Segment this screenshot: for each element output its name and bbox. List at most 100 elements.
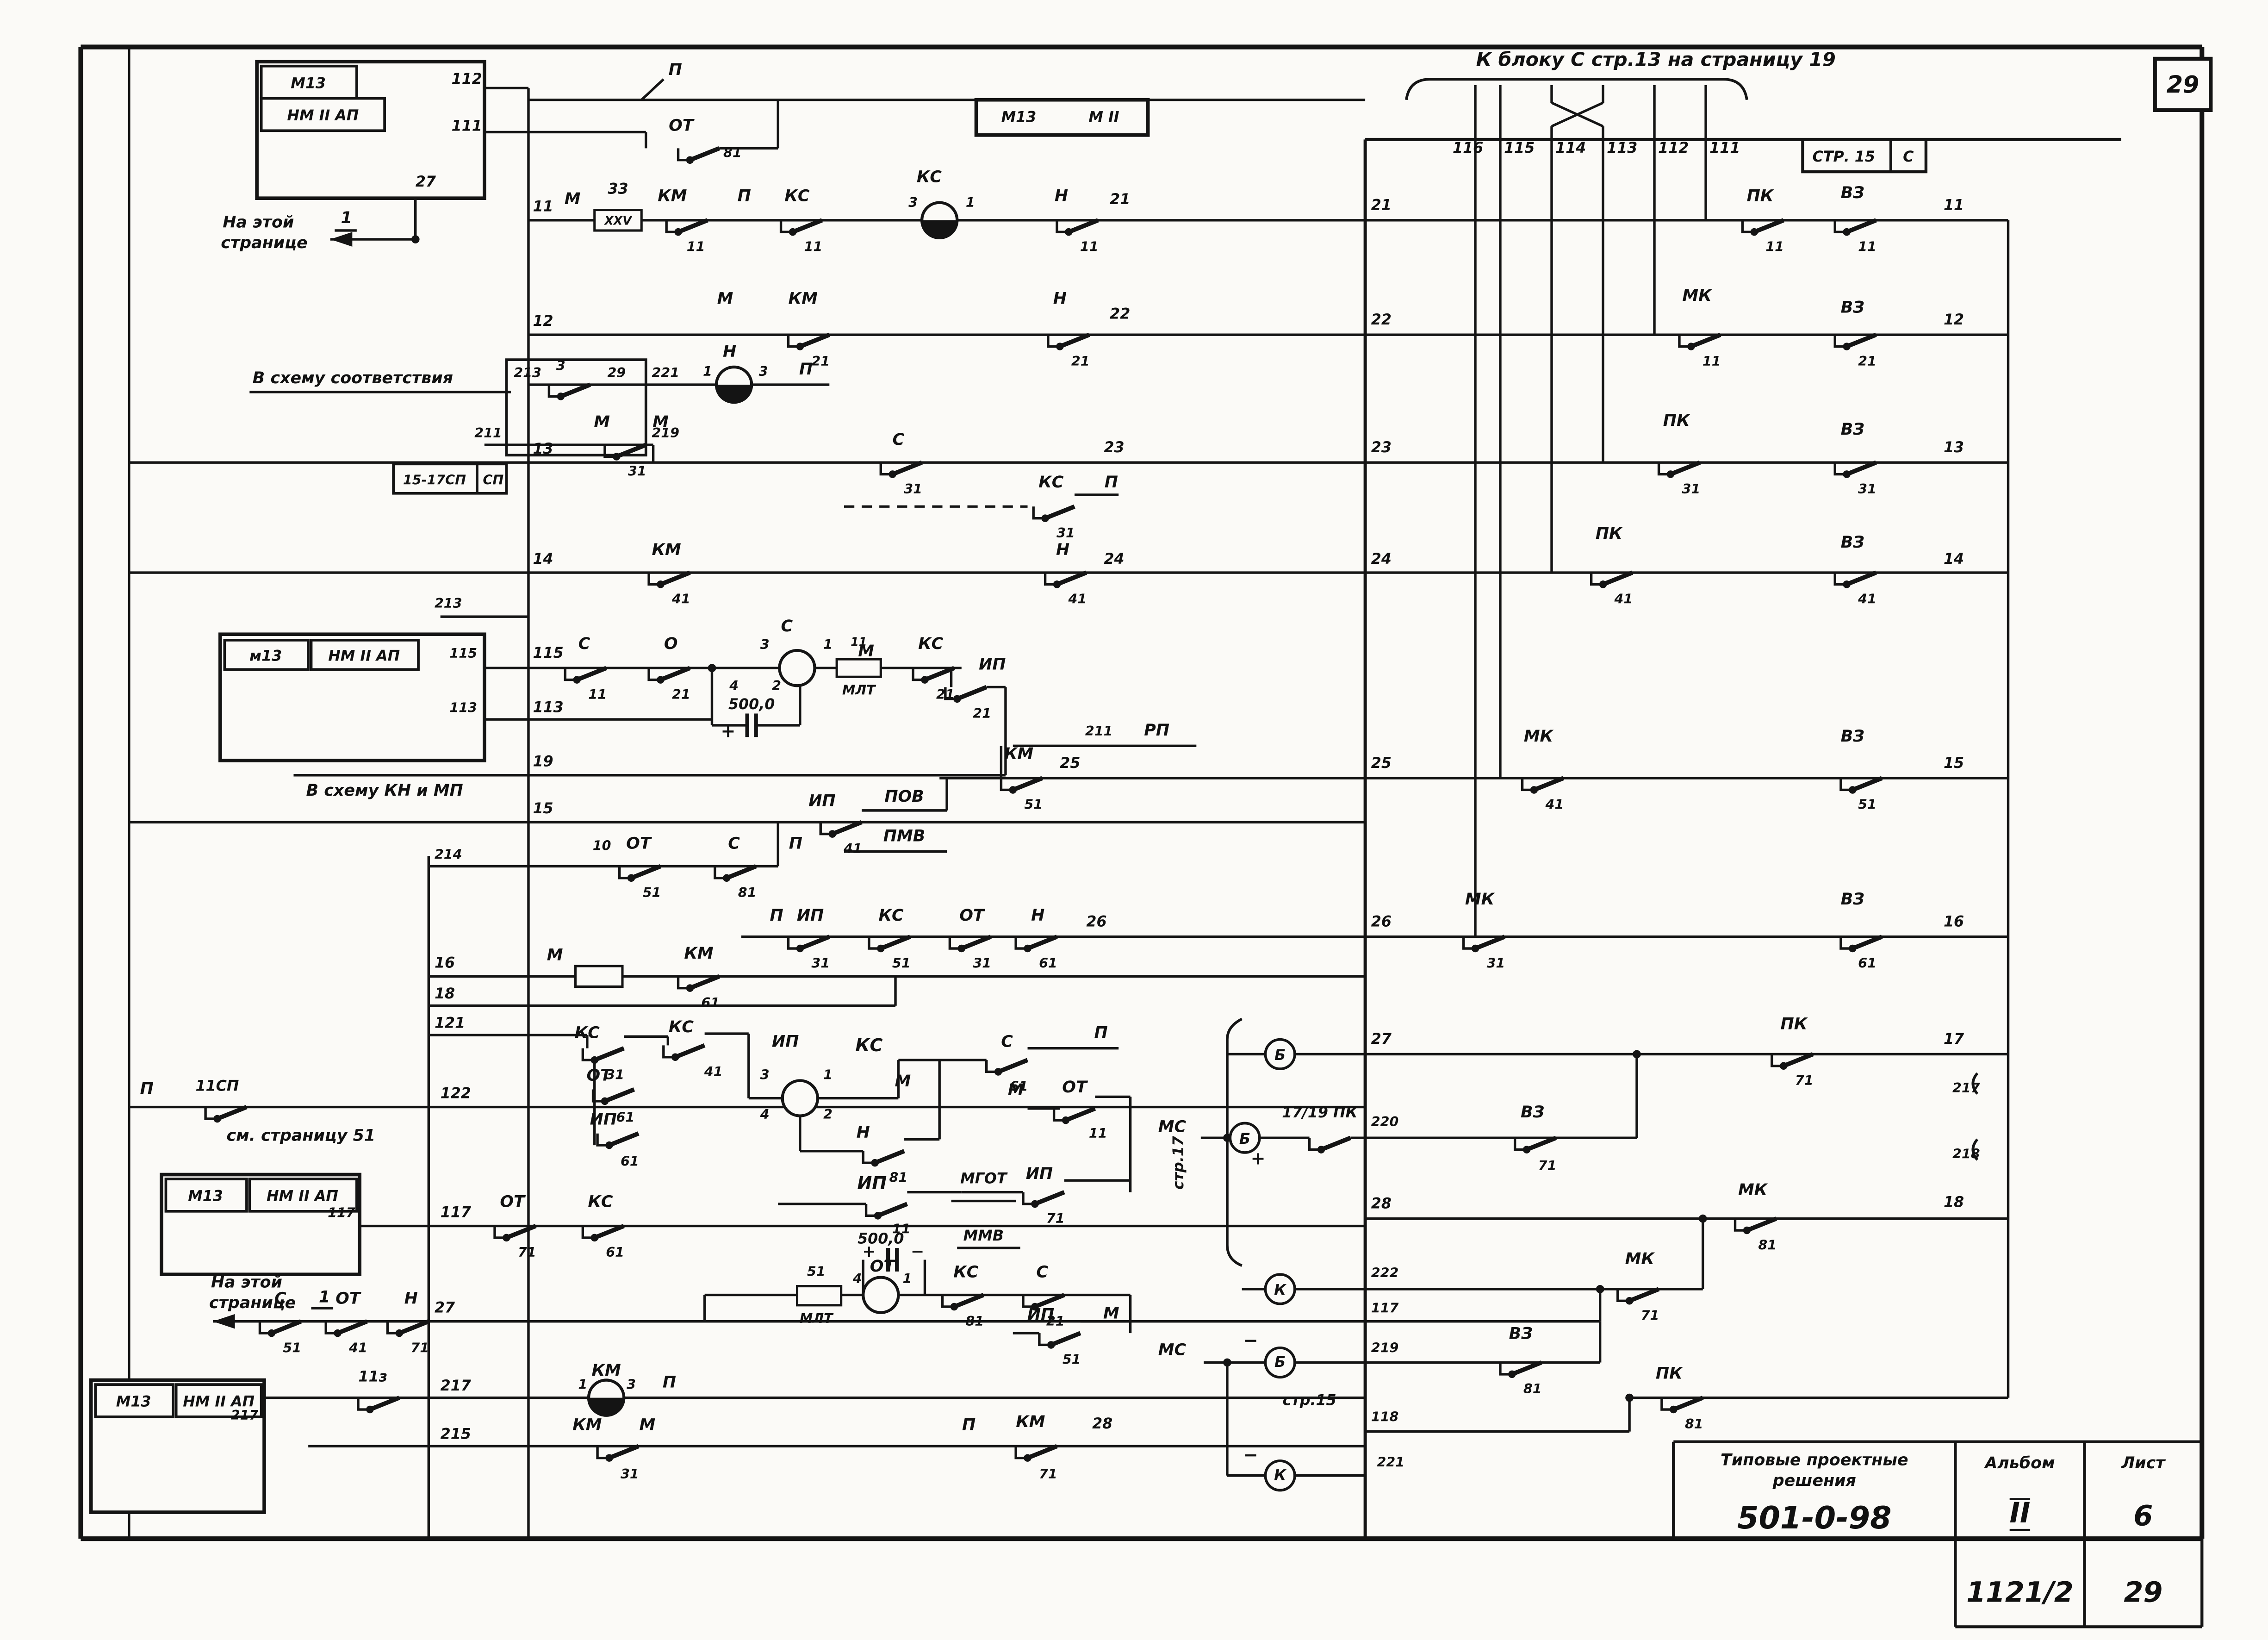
- label-117: 117: [1371, 1301, 1399, 1316]
- label-213: 213: [435, 596, 462, 611]
- contact-blade: [874, 1149, 905, 1165]
- label-61: 61: [606, 1245, 624, 1260]
- label-стр.15: стр.15: [1283, 1392, 1336, 1409]
- label-км: КМ: [789, 290, 818, 308]
- label-м: М: [895, 1072, 911, 1091]
- contact-jog: [985, 1060, 999, 1073]
- label-кс: КС: [918, 635, 944, 653]
- label-ii: II: [2009, 1497, 2030, 1529]
- label-28: 28: [1092, 1416, 1112, 1432]
- contact-jog: [1657, 462, 1671, 476]
- label-16: 16: [1944, 913, 1964, 930]
- label-м: М: [594, 413, 610, 431]
- label-с: С: [1036, 1263, 1048, 1282]
- label-115: 115: [1504, 140, 1535, 156]
- label-3: 3: [627, 1377, 636, 1392]
- label-217: 217: [231, 1408, 259, 1423]
- label-в-схему-кн-и-мп: В схему КН и МП: [306, 781, 463, 800]
- label-3: 3: [759, 364, 768, 379]
- bracket: [1226, 1017, 1243, 1267]
- contact-jog: [1047, 335, 1060, 348]
- arrow-left: [212, 1314, 235, 1329]
- contact-blade: [1845, 570, 1877, 586]
- label-71: 71: [1039, 1466, 1057, 1482]
- label-81: 81: [1685, 1416, 1703, 1432]
- label-24: 24: [1104, 551, 1124, 567]
- junction-dot: [411, 235, 420, 243]
- label-501-0-98: 501-0-98: [1737, 1500, 1891, 1536]
- arrow-left: [330, 232, 353, 247]
- coil-ИП: [781, 1079, 820, 1117]
- label-11: 11: [804, 239, 823, 254]
- label-1: 1: [966, 195, 975, 210]
- label-1: 1: [319, 1288, 330, 1306]
- label-21: 21: [1371, 197, 1392, 214]
- bracket: [1405, 78, 1748, 100]
- label-п: П: [962, 1416, 976, 1434]
- contact-blade: [1845, 218, 1877, 234]
- label-в-схему-соответствия: В схему соответствия: [253, 369, 453, 387]
- contact-jog: [787, 936, 800, 950]
- label-61: 61: [1858, 955, 1877, 971]
- label-117: 117: [328, 1205, 355, 1220]
- label-м13: М13: [291, 75, 326, 92]
- label-м: М: [717, 290, 733, 308]
- label-от: ОТ: [336, 1290, 362, 1308]
- contact-jog: [1044, 573, 1057, 586]
- label-61: 61: [701, 995, 720, 1010]
- label-41: 41: [1858, 592, 1877, 607]
- label-кс: КС: [1038, 473, 1064, 492]
- label-41: 41: [671, 592, 690, 607]
- label-11: 11: [1944, 197, 1964, 214]
- label-см.-страницу-51: см. страницу 51: [226, 1127, 375, 1145]
- label-м13: М13: [116, 1394, 151, 1410]
- contact-blade: [398, 1319, 430, 1335]
- contact-jog: [603, 445, 617, 458]
- contact-jog: [1038, 1333, 1051, 1347]
- label-п: П: [140, 1079, 154, 1098]
- label-22: 22: [1371, 312, 1392, 328]
- box: [574, 965, 624, 988]
- contact-jog: [1678, 335, 1691, 348]
- contact-blade: [560, 382, 591, 399]
- label-33: 33: [608, 181, 628, 198]
- coil-С: [778, 649, 816, 687]
- label-вз: ВЗ: [1521, 1103, 1544, 1122]
- contact-jog: [1014, 1446, 1028, 1459]
- label-пк: ПК: [1663, 412, 1690, 430]
- contact-jog: [779, 220, 793, 233]
- label-п: П: [663, 1373, 676, 1391]
- contact-jog: [596, 1446, 609, 1459]
- contact-jog: [204, 1107, 217, 1120]
- contact-blade: [953, 1293, 985, 1309]
- label-41: 41: [1545, 797, 1564, 812]
- label-мк: МК: [1524, 727, 1554, 746]
- label-пмв: ПМВ: [883, 827, 925, 845]
- contact-blade: [659, 570, 691, 586]
- contact-blade: [608, 1131, 640, 1147]
- label-221: 221: [652, 365, 679, 380]
- label-11з: 11з: [358, 1369, 387, 1385]
- node-circle-К: [1264, 1273, 1296, 1305]
- label-мс: МС: [1158, 1341, 1187, 1359]
- label-41: 41: [348, 1340, 367, 1355]
- contact-blade: [1690, 332, 1721, 349]
- contact-blade: [689, 146, 721, 162]
- label-215: 215: [441, 1426, 471, 1442]
- contact-blade: [659, 666, 691, 682]
- contact-jog: [862, 1151, 875, 1164]
- contact-blade: [1852, 935, 1883, 951]
- label-11: 11: [1089, 1126, 1107, 1141]
- label-26: 26: [1086, 913, 1106, 930]
- box: [795, 1285, 843, 1307]
- contact-jog: [1014, 936, 1028, 950]
- label-112: 112: [452, 71, 482, 87]
- label-1: 1: [703, 364, 712, 379]
- label-ип: ИП: [1027, 1306, 1054, 1324]
- label-19: 19: [533, 754, 553, 770]
- label-220: 220: [1371, 1114, 1399, 1129]
- label-м: М: [565, 190, 581, 208]
- junction-dot: [708, 664, 716, 673]
- label-от: ОТ: [959, 906, 986, 925]
- label-219: 219: [1371, 1340, 1399, 1355]
